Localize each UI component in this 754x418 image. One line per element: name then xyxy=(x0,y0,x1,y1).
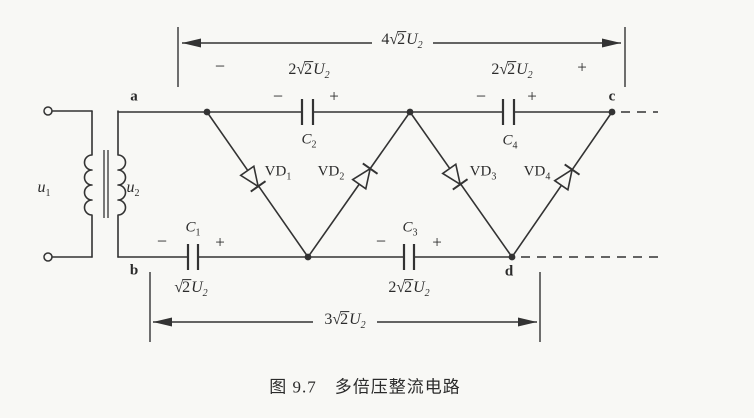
label-c1: C1 xyxy=(185,219,201,239)
label-node-d: d xyxy=(504,263,514,280)
capacitor-c4-symbol xyxy=(501,99,516,125)
label-vd4: VD4 xyxy=(523,163,551,183)
polarity-plus-span-ac: + xyxy=(577,57,587,77)
voltage-span-ac: 4√2U2 xyxy=(381,31,423,52)
label-vd2: VD2 xyxy=(317,163,345,183)
figure-caption: 图 9.7 多倍压整流电路 xyxy=(269,377,461,397)
polarity-minus-span-ac: − xyxy=(214,56,226,76)
dimension-arrow-bottom-left xyxy=(153,317,172,327)
label-vd3: VD3 xyxy=(469,163,497,183)
voltage-span-bd: 3√2U2 xyxy=(324,311,366,332)
junction-dot-a-rail xyxy=(203,108,211,116)
label-vd1: VD1 xyxy=(264,163,292,183)
polarity-plus-c3: + xyxy=(432,232,442,252)
voltage-across-c1: √2U2 xyxy=(174,279,208,300)
diode-vd4-symbol xyxy=(553,163,581,192)
polarity-minus-c2: − xyxy=(272,86,284,106)
polarity-plus-c1: + xyxy=(215,232,225,252)
transformer-primary-coil xyxy=(83,110,93,258)
label-node-c: c xyxy=(608,88,616,105)
diode-vd3-symbol xyxy=(441,162,469,191)
voltage-across-c2: 2√2U2 xyxy=(288,61,330,82)
label-u1: u1 xyxy=(37,179,51,199)
diode-vd1-symbol xyxy=(239,164,267,193)
voltage-across-c3: 2√2U2 xyxy=(388,279,430,300)
input-terminal-bottom xyxy=(43,252,53,262)
label-u2: u2 xyxy=(126,179,140,199)
polarity-plus-c2: + xyxy=(329,86,339,106)
junction-dot-vd1-vd2 xyxy=(304,253,312,261)
label-c3: C3 xyxy=(402,219,418,239)
junction-dot-vd2-vd3 xyxy=(406,108,414,116)
label-node-b: b xyxy=(129,262,139,279)
junction-dot-c xyxy=(608,108,616,116)
junction-dot-d xyxy=(508,253,516,261)
label-node-a: a xyxy=(130,88,138,105)
capacitor-c2-symbol xyxy=(300,99,315,125)
capacitor-c3-symbol xyxy=(402,244,416,270)
diode-vd2-symbol xyxy=(351,162,379,191)
capacitor-c1-symbol xyxy=(186,244,200,270)
polarity-minus-c1: − xyxy=(156,231,168,251)
polarity-plus-c4: + xyxy=(527,86,537,106)
polarity-minus-c4: − xyxy=(475,86,487,106)
polarity-minus-c3: − xyxy=(375,231,387,251)
transformer-secondary-coil xyxy=(117,110,127,258)
label-c4: C4 xyxy=(502,132,518,152)
label-c2: C2 xyxy=(301,131,317,151)
dimension-arrow-top-left xyxy=(182,38,201,48)
voltage-across-c4: 2√2U2 xyxy=(491,61,533,82)
dimension-arrow-bottom-right xyxy=(518,317,537,327)
input-terminal-top xyxy=(43,106,53,116)
dimension-arrow-top-right xyxy=(602,38,621,48)
